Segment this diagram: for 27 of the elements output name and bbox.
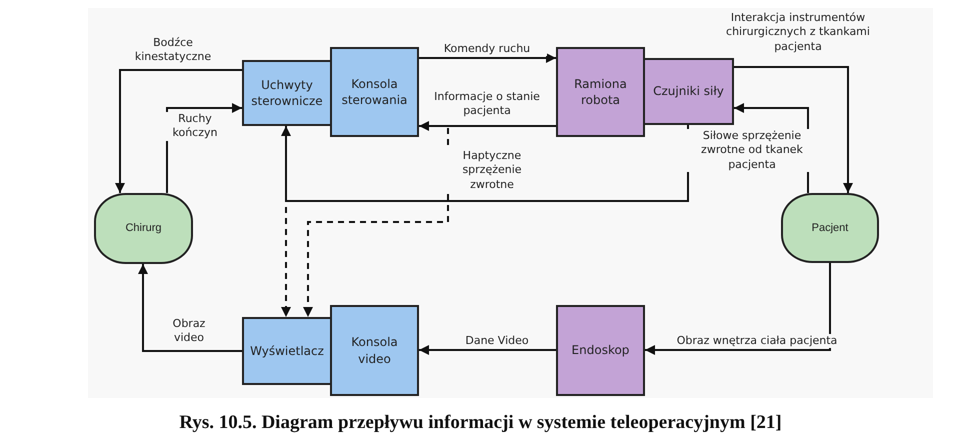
node-label: Konsola video [350, 334, 399, 367]
arrow [281, 125, 689, 202]
arrow [419, 53, 556, 63]
node-label: Ramiona robota [573, 76, 628, 108]
node-label: Endoskop [570, 342, 630, 359]
process-box [330, 305, 419, 396]
process-box [556, 47, 645, 137]
node-label: Chirurg [124, 221, 163, 236]
node-label: Czujniki siły [652, 83, 725, 100]
process-box [242, 317, 332, 385]
process-box [643, 58, 734, 125]
process-box [556, 305, 645, 396]
arrow [419, 121, 556, 131]
arrow [645, 263, 831, 355]
node-label: Pacjent [810, 220, 850, 236]
terminal-shape [94, 193, 193, 264]
terminal-shape [781, 193, 879, 263]
node-label: Uchwyty sterownicze [250, 76, 324, 110]
figure-caption: Rys. 10.5. Diagram przepływu informacji w systemie teleoperacyjnym [21] [178, 412, 783, 434]
process-box [242, 60, 332, 126]
arrow [734, 66, 853, 193]
arrow [138, 264, 242, 352]
arrow [419, 345, 556, 355]
node-label: Wyświetlacz [249, 342, 325, 360]
process-box [330, 47, 419, 137]
arrow [115, 69, 242, 193]
node-label: Konsola sterowania [340, 76, 408, 108]
